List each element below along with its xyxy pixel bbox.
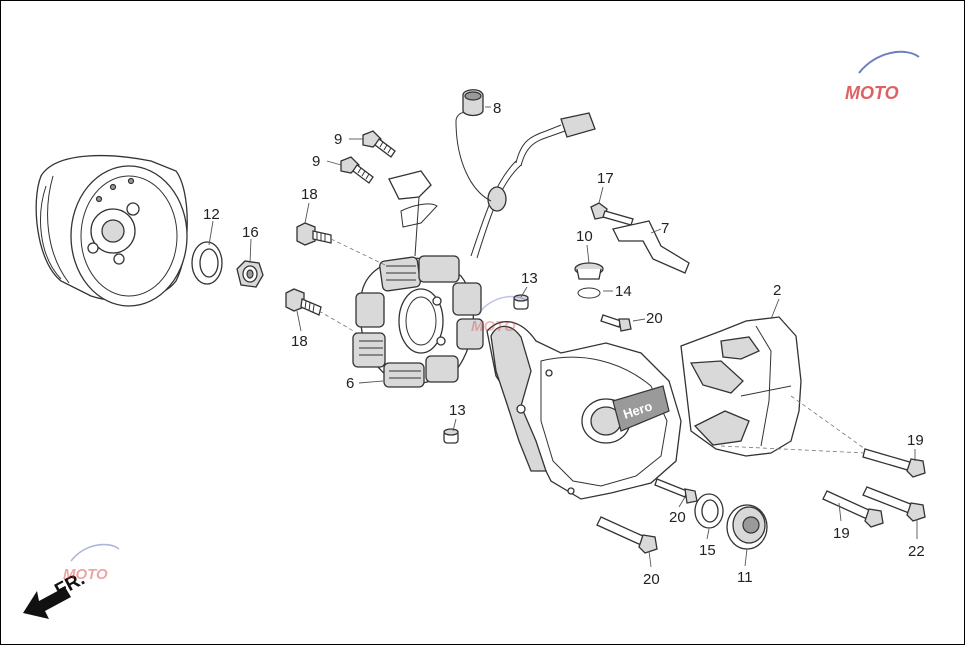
callout-17: 17 [597,170,614,187]
callout-16: 16 [242,224,259,241]
callout-9-lower: 9 [312,153,320,170]
callout-18-upper: 18 [301,186,318,203]
watermark-bottom-left: MOTO [63,543,120,583]
bolt-20-upper [600,314,632,332]
callout-15: 15 [699,542,716,559]
callout-13-upper: 13 [521,270,538,287]
stator-coil-6 [352,255,484,388]
callout-7: 7 [661,220,669,237]
callout-6: 6 [346,375,354,392]
washer-15 [694,493,724,529]
callout-labels: 12 16 8 9 9 18 18 6 17 7 10 14 13 13 20 … [203,100,925,588]
watermark-text: MOTO [63,566,108,583]
dowel-pin-13-lower [443,428,459,444]
watermark-top-right: MOTO [845,50,920,103]
washer-12 [191,241,223,285]
wire-clamp-7 [612,220,690,274]
bolt-17 [590,202,634,226]
callout-20-lower: 20 [643,571,660,588]
bolt-9-lower [340,156,374,184]
bolt-22 [862,486,926,522]
callout-10: 10 [576,228,593,245]
callout-14: 14 [615,283,632,300]
callout-18-lower: 18 [291,333,308,350]
callout-19-middle: 19 [833,525,850,542]
callout-2: 2 [773,282,781,299]
bolt-20-lower [596,516,658,554]
fan-cover-2 [680,316,802,457]
bolt-19-middle [822,490,884,528]
o-ring-14 [577,287,601,299]
callout-9-upper: 9 [334,131,342,148]
callout-20-middle: 20 [669,509,686,526]
plug-cap-10 [574,262,604,280]
front-arrow-icon [23,587,71,619]
callout-8: 8 [493,100,501,117]
bolt-18-lower [285,288,322,316]
pulser-and-harness [388,112,596,259]
bolt-18-upper [296,222,332,246]
callout-19-right: 19 [907,432,924,449]
grommet-8 [462,89,484,117]
bolt-9-upper [362,130,396,158]
leader-lines [208,106,918,568]
watermark-swoosh-icon [70,543,120,562]
watermark-swoosh-icon [478,295,528,314]
timing-plug-11 [726,504,768,550]
bolt-19-right [862,448,926,478]
flywheel-rotor [35,154,188,307]
watermark-text: MOTO [471,318,516,335]
watermark-center: MOTO [471,295,528,335]
callout-22: 22 [908,543,925,560]
callout-13-lower: 13 [449,402,466,419]
generator-cover: Hero [486,321,682,500]
bolt-20-middle [654,478,698,504]
callout-20-upper: 20 [646,310,663,327]
callout-12: 12 [203,206,220,223]
callout-11: 11 [737,569,753,586]
watermark-swoosh-icon [858,50,920,74]
flange-nut-16 [236,260,264,288]
watermark-text: MOTO [845,83,899,103]
